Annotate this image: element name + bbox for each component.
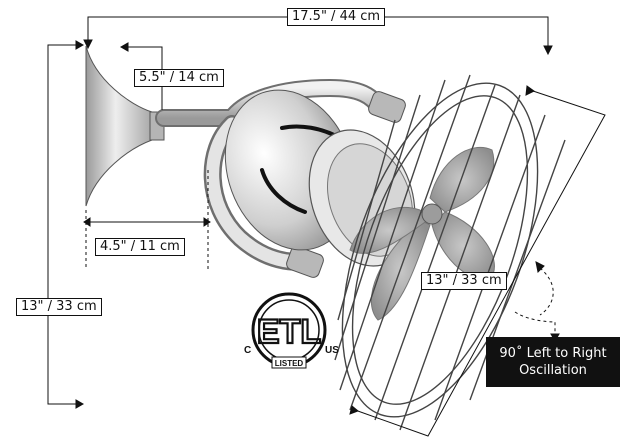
etl-mark: ETL bbox=[257, 313, 321, 351]
wall-mount bbox=[85, 45, 165, 207]
etl-us-mark: US bbox=[325, 345, 339, 356]
overall-width-label: 17.5" / 44 cm bbox=[287, 8, 386, 26]
fan-grille bbox=[334, 74, 566, 431]
grille-diameter-label: 13" / 33 cm bbox=[421, 272, 507, 290]
mount-depth-label: 4.5" / 11 cm bbox=[95, 238, 185, 256]
arm-length-label: 5.5" / 14 cm bbox=[134, 69, 224, 87]
etl-logo: ETL LISTED bbox=[251, 292, 327, 369]
oscillation-line1: 90˚ Left to Right bbox=[499, 346, 607, 361]
oscillation-line2: Oscillation bbox=[519, 363, 587, 378]
oscillation-callout: 90˚ Left to Right Oscillation bbox=[486, 337, 620, 387]
overall-height-label: 13" / 33 cm bbox=[16, 298, 102, 316]
etl-listed: LISTED bbox=[275, 359, 304, 368]
etl-c-mark: C bbox=[244, 345, 252, 356]
